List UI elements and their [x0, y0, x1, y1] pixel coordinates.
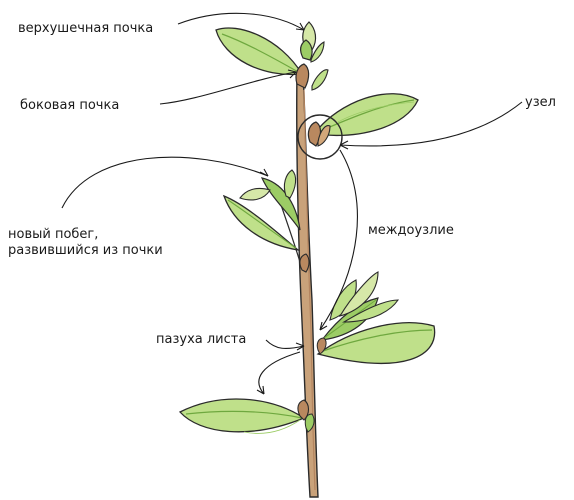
apical-bud [301, 22, 324, 62]
leaf-top-left [216, 28, 302, 75]
node-label: узел [525, 95, 556, 111]
new-shoot [224, 170, 309, 272]
node-bud [308, 122, 330, 146]
leaf-cluster-right [317, 272, 434, 363]
lateral-bud [296, 64, 328, 90]
internode-label: междоузлие [368, 223, 454, 239]
apical-bud-pointer [178, 13, 304, 30]
new-shoot-label: новый побег, развившийся из почки [8, 227, 163, 259]
new-shoot-pointer [62, 157, 268, 208]
lateral-bud-label: боковая почка [20, 98, 119, 114]
apical-bud-label: верхушечная почка [18, 21, 153, 37]
leaf-axil-label: пазуха листа [156, 332, 246, 348]
leaf-axil-curve [259, 352, 300, 394]
leaf-bottom-left [180, 399, 314, 433]
lateral-bud-pointer [160, 72, 296, 104]
